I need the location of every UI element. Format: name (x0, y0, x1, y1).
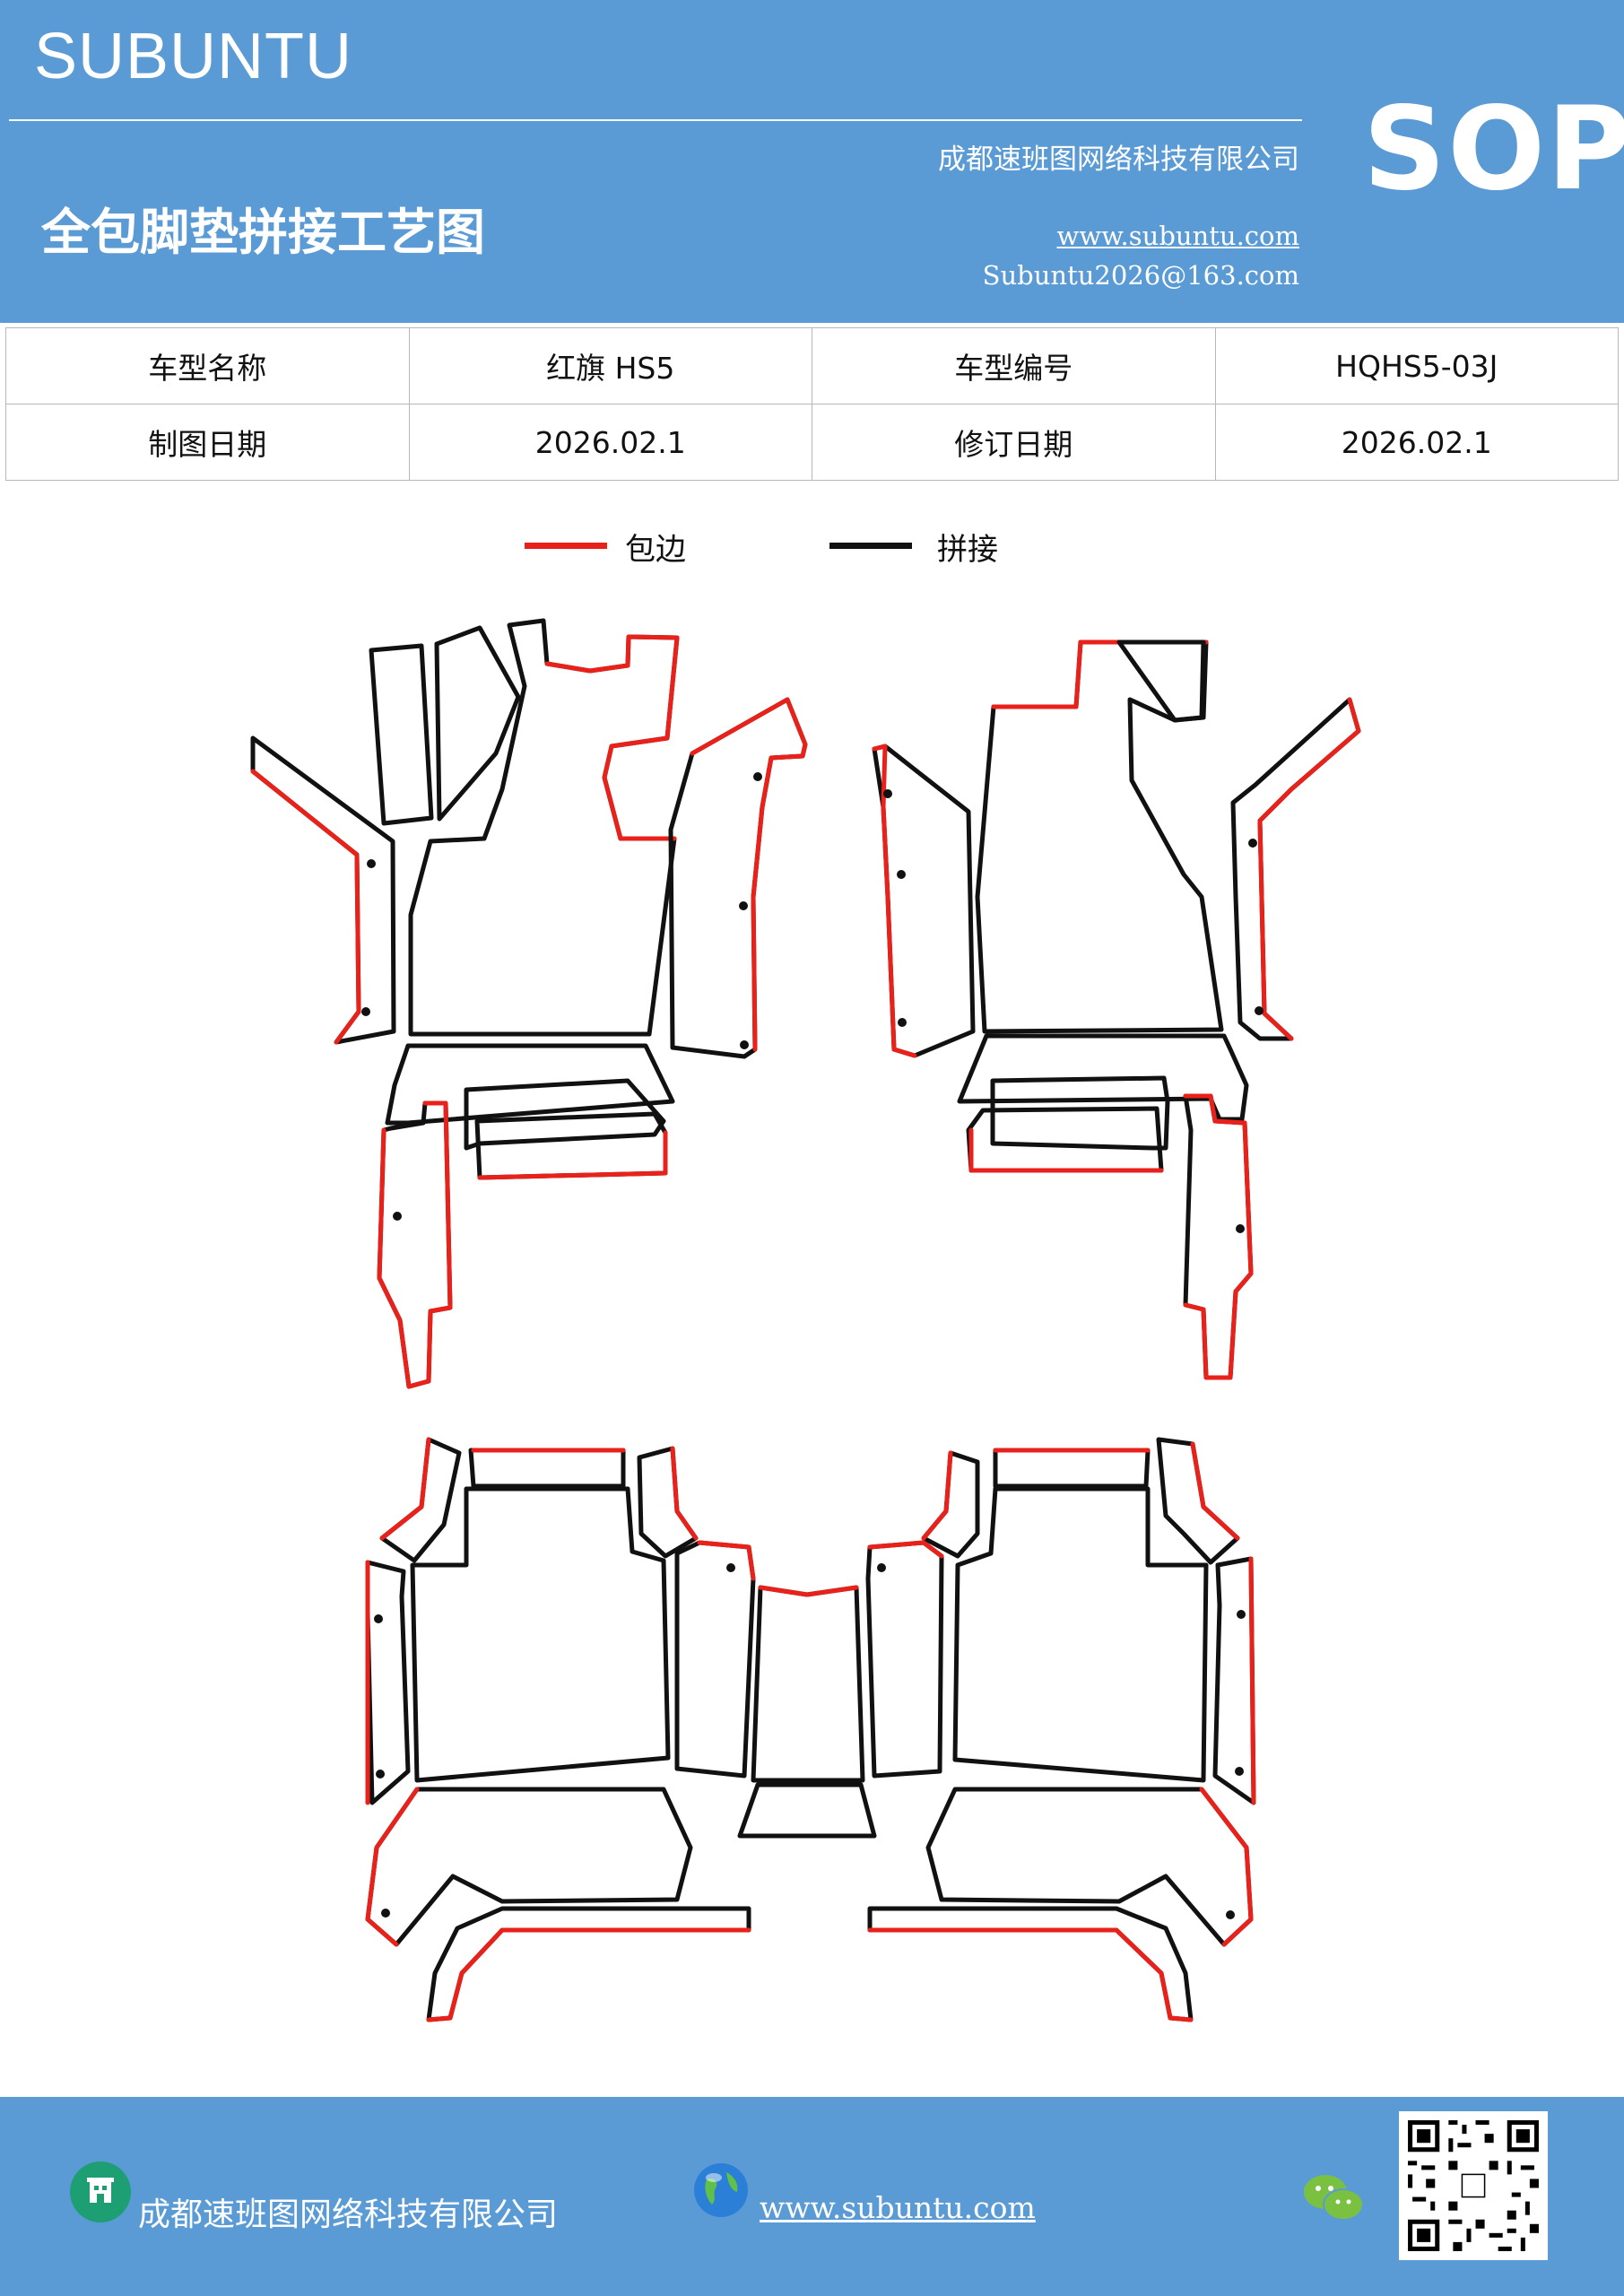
footer-banner: 成都速班图网络科技有限公司 www.subuntu.com (0, 2097, 1624, 2296)
model-name-value: 红旗 HS5 (408, 327, 812, 404)
rear-center-hump (751, 1585, 865, 1783)
rear-center-tray (737, 1782, 877, 1839)
model-code-label: 车型编号 (812, 327, 1216, 404)
front-left-bottom-tray (464, 1078, 666, 1151)
revise-date-label: 修订日期 (812, 404, 1216, 481)
vehicle-info-table: 车型名称 红旗 HS5 车型编号 HQHS5-03J 制图日期 2026.02.… (5, 327, 1619, 481)
front-right-lower-piece (957, 1033, 1249, 1122)
globe-icon (690, 2160, 751, 2221)
rear-right-corner-piece (1156, 1437, 1240, 1565)
front-left-sill-piece (250, 735, 396, 1045)
rear-right-inner-piece (865, 1540, 944, 1779)
revise-date-value: 2026.02.1 (1214, 404, 1619, 481)
front-right-bottom-tray (990, 1075, 1170, 1151)
front-left-foot-piece (377, 1100, 453, 1389)
table-row: 制图日期 2026.02.1 修订日期 2026.02.1 (5, 404, 1619, 481)
front-right-foot-piece (1183, 1093, 1254, 1380)
rear-right-main-mat (952, 1486, 1209, 1783)
rear-left-bracket (637, 1446, 699, 1559)
front-left-strip-a (369, 643, 434, 826)
rear-right-top-bar (993, 1448, 1151, 1489)
legend-edge-label: 包边 (625, 532, 686, 568)
model-code-value: HQHS5-03J (1214, 327, 1619, 404)
footer-website-link[interactable]: www.subuntu.com (760, 2190, 1036, 2225)
rear-right-lower-piece (925, 1787, 1254, 1947)
header-divider (9, 119, 1302, 121)
company-name: 成都速班图网络科技有限公司 (938, 144, 1299, 176)
rear-right-arch-piece (867, 1906, 1194, 2022)
document-title: 全包脚垫拼接工艺图 (41, 203, 486, 261)
rear-left-inner-piece (674, 1540, 756, 1779)
front-left-strip-b (434, 625, 521, 822)
qr-code (1399, 2111, 1548, 2260)
rear-left-main-mat (410, 1486, 671, 1783)
sop-badge: SOP (1363, 83, 1624, 216)
front-left-lower-piece (385, 1043, 675, 1126)
legend-splice-label: 拼接 (937, 532, 998, 568)
model-name-label: 车型名称 (5, 327, 410, 404)
building-icon (70, 2161, 131, 2222)
front-right-edge-piece (1230, 697, 1361, 1041)
front-right-bottom-pad (966, 1106, 1164, 1173)
draw-date-value: 2026.02.1 (408, 404, 812, 481)
rear-left-top-bar (468, 1448, 626, 1489)
front-right-mat-group (872, 639, 1361, 1380)
rear-left-lower-piece (365, 1787, 693, 1947)
header-banner: SUBUNTU 成都速班图网络科技有限公司 全包脚垫拼接工艺图 www.subu… (0, 0, 1624, 323)
legend-edge-swatch (525, 543, 607, 549)
legend-edge: 包边 (525, 525, 722, 570)
rear-left-arch-piece (426, 1906, 751, 2022)
rear-right-side-piece (1212, 1556, 1256, 1805)
rear-left-side-piece (365, 1560, 411, 1805)
website-link[interactable]: www.subuntu.com (1056, 221, 1299, 251)
wechat-icon (1302, 2172, 1365, 2224)
rear-mat-group (365, 1437, 1256, 2022)
footer-company-name: 成都速班图网络科技有限公司 (138, 2196, 559, 2233)
table-row: 车型名称 红旗 HS5 车型编号 HQHS5-03J (5, 327, 1619, 404)
legend-splice-swatch (829, 543, 912, 549)
front-right-main-mat (975, 639, 1224, 1034)
front-left-main-mat (408, 618, 680, 1037)
draw-date-label: 制图日期 (5, 404, 410, 481)
front-left-bottom-pad (474, 1111, 668, 1180)
email-address: Subuntu2026@163.com (982, 260, 1299, 291)
legend-splice: 拼接 (829, 525, 1027, 570)
front-right-corner-piece (1116, 639, 1206, 723)
front-left-mat-group (250, 618, 808, 1389)
brand-name: SUBUNTU (34, 21, 353, 92)
